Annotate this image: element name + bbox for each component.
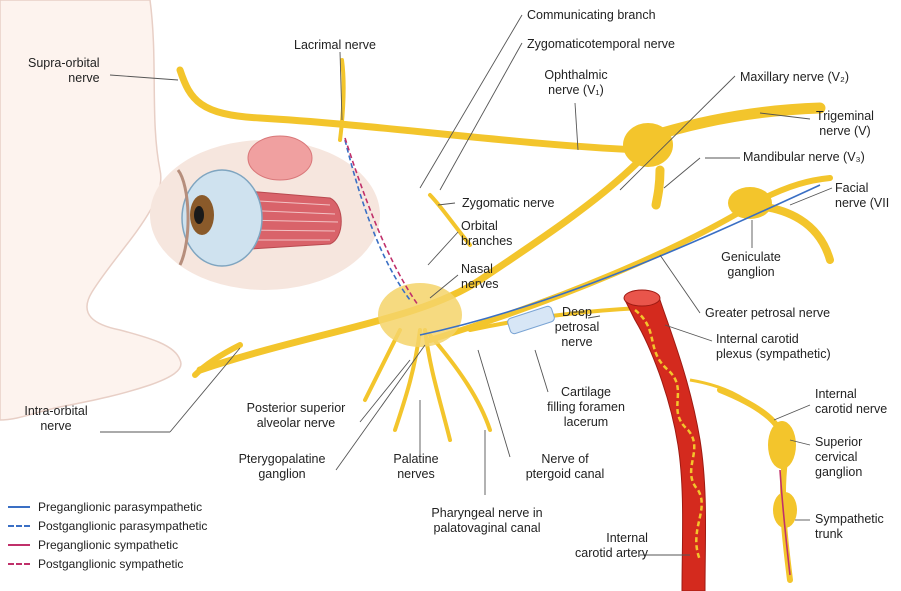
label-greater-petrosal-nerve: Greater petrosal nerve (705, 306, 830, 321)
sympathetic-trunk (720, 390, 790, 580)
label-deep-petrosal-nerve: Deep petrosal nerve (555, 305, 599, 350)
internal-carotid-nerve (690, 380, 770, 420)
label-pterygoid-canal-nerve: Nerve of ptergoid canal (526, 452, 605, 482)
label-internal-carotid-plexus: Internal carotid plexus (sympathetic) (716, 332, 831, 362)
geniculate-ganglion (728, 187, 772, 219)
label-pharyngeal-nerve: Pharyngeal nerve in palatovaginal canal (431, 506, 542, 536)
label-superior-cervical-ganglion: Superior cervical ganglion (815, 435, 862, 480)
mandibular-nerve (656, 170, 660, 205)
label-palatine-nerves: Palatine nerves (393, 452, 438, 482)
lacrimal-gland (248, 136, 312, 180)
legend-text: Postganglionic sympathetic (38, 557, 183, 571)
legend-swatch-solid-blue (8, 506, 30, 508)
label-pterygopalatine-ganglion: Pterygopalatine ganglion (239, 452, 326, 482)
label-geniculate-ganglion: Geniculate ganglion (721, 250, 781, 280)
pupil (194, 206, 204, 224)
pterygopalatine-ganglion (378, 283, 462, 347)
label-internal-carotid-artery: Internal carotid artery (575, 531, 648, 561)
label-sympathetic-trunk: Sympathetic trunk (815, 512, 884, 542)
legend-text: Preganglionic sympathetic (38, 538, 178, 552)
label-zygomaticotemporal-nerve: Zygomaticotemporal nerve (527, 37, 675, 52)
label-cartilage-foramen-lacerum: Cartilage filling foramen lacerum (547, 385, 625, 430)
legend-swatch-dashed-magenta (8, 563, 30, 565)
legend-item-postganglionic-sympathetic: Postganglionic sympathetic (8, 554, 207, 573)
legend-text: Preganglionic parasympathetic (38, 500, 202, 514)
label-maxillary-nerve: Maxillary nerve (V₂) (740, 70, 849, 85)
label-posterior-superior-alveolar-nerve: Posterior superior alveolar nerve (247, 401, 346, 431)
legend-item-postganglionic-parasympathetic: Postganglionic parasympathetic (8, 516, 207, 535)
artery-lumen (624, 290, 660, 306)
legend-item-preganglionic-sympathetic: Preganglionic sympathetic (8, 535, 207, 554)
legend-swatch-solid-magenta (8, 544, 30, 546)
label-nasal-nerves: Nasal nerves (461, 262, 499, 292)
superior-cervical-ganglion (768, 421, 796, 469)
label-supra-orbital-nerve: Supra-orbital nerve (28, 56, 100, 86)
label-mandibular-nerve: Mandibular nerve (V₃) (743, 150, 865, 165)
label-facial-nerve: Facial nerve (VII (835, 181, 889, 211)
legend: Preganglionic parasympathetic Postgangli… (8, 497, 207, 573)
label-lacrimal-nerve: Lacrimal nerve (294, 38, 376, 53)
palatine-nerve-c (430, 335, 490, 430)
label-orbital-branches: Orbital branches (461, 219, 512, 249)
label-internal-carotid-nerve: Internal carotid nerve (815, 387, 887, 417)
legend-swatch-dashed-blue (8, 525, 30, 527)
legend-text: Postganglionic parasympathetic (38, 519, 207, 533)
legend-item-preganglionic-parasympathetic: Preganglionic parasympathetic (8, 497, 207, 516)
label-communicating-branch: Communicating branch (527, 8, 656, 23)
label-ophthalmic-nerve: Ophthalmic nerve (V₁) (544, 68, 607, 98)
label-trigeminal-nerve: Trigeminal nerve (V) (816, 109, 874, 139)
label-zygomatic-nerve: Zygomatic nerve (462, 196, 554, 211)
label-intra-orbital-nerve: Intra-orbital nerve (24, 404, 87, 434)
